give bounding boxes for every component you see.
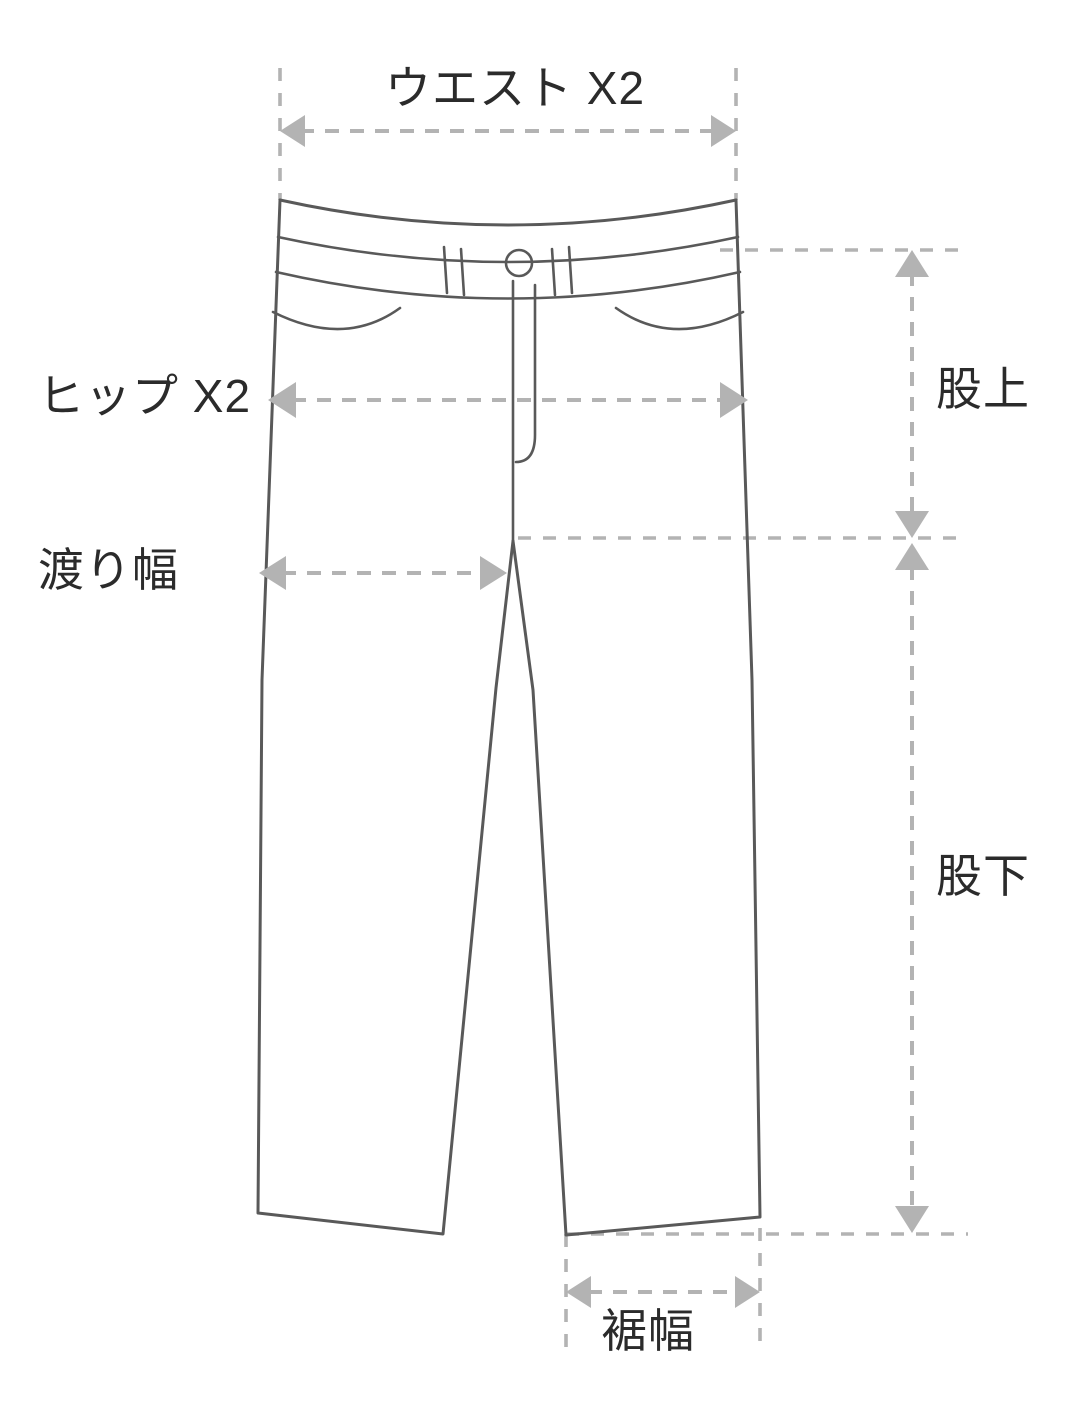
thigh-dimension-line	[259, 556, 507, 590]
hem-dimension-line	[566, 1276, 760, 1308]
hem-arrow-left-icon	[566, 1276, 591, 1308]
pocket-left	[271, 306, 402, 331]
rise-arrow-top-icon	[895, 250, 929, 277]
hem-arrow-right-icon	[735, 1276, 760, 1308]
pants-illustration	[256, 198, 762, 1237]
inseam-dimension-line	[895, 543, 929, 1233]
rise-measurement-label: 股上	[936, 363, 1030, 415]
waist-arrow-right-icon	[711, 115, 736, 147]
thigh-arrow-right-icon	[480, 556, 507, 590]
belt-loop-left	[442, 245, 466, 297]
inseam-arrow-bottom-icon	[895, 1206, 929, 1233]
inseam-measurement-label: 股下	[936, 850, 1030, 902]
waistband-seam-upper	[276, 235, 740, 264]
waist-arrow-left-icon	[280, 115, 305, 147]
waist-dimension-line	[280, 115, 736, 147]
fly-stitch-line	[514, 283, 537, 464]
belt-loop-right	[550, 245, 574, 297]
hip-dimension-line	[268, 382, 748, 418]
waistband-top-edge	[278, 198, 738, 227]
hip-arrow-right-icon	[720, 382, 748, 418]
hem-measurement-label: 裾幅	[601, 1305, 695, 1357]
hip-measurement-label: ヒップ X2	[38, 370, 252, 422]
waistband-bottom-seam	[274, 270, 742, 300]
inseam-arrow-top-icon	[895, 543, 929, 570]
thigh-measurement-label: 渡り幅	[38, 544, 179, 596]
waistband-button-icon	[504, 248, 534, 278]
leg-left-outline	[256, 198, 515, 1236]
waist-measurement-label: ウエスト X2	[385, 62, 646, 114]
leg-right-outline	[511, 198, 762, 1237]
rise-dimension-line	[895, 250, 929, 538]
rise-arrow-bottom-icon	[895, 511, 929, 538]
hip-arrow-left-icon	[268, 382, 296, 418]
pocket-right	[614, 306, 745, 331]
thigh-arrow-left-icon	[259, 556, 286, 590]
extension-lines	[278, 68, 968, 1350]
